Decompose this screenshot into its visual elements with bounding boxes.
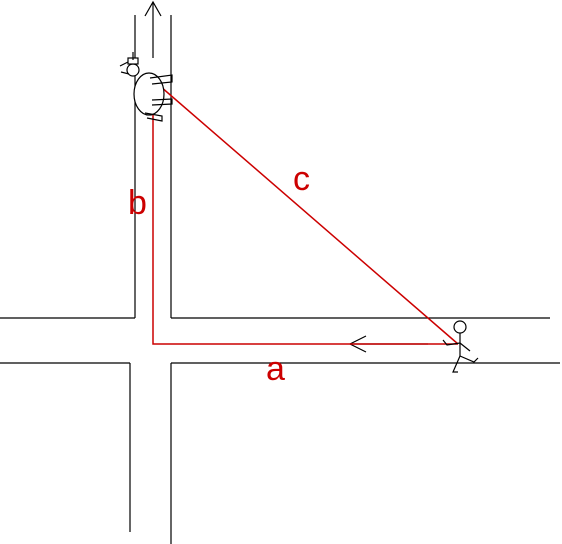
label-b: b	[128, 184, 147, 222]
up-arrow-icon	[144, 0, 162, 58]
triangle	[152, 79, 459, 345]
animal-figure	[119, 52, 173, 122]
person-figure	[442, 320, 479, 373]
label-a: a	[266, 350, 285, 388]
label-c: c	[293, 160, 310, 198]
hypotenuse-c	[152, 79, 459, 345]
roads	[0, 15, 560, 544]
legs-a-b	[152, 80, 458, 345]
